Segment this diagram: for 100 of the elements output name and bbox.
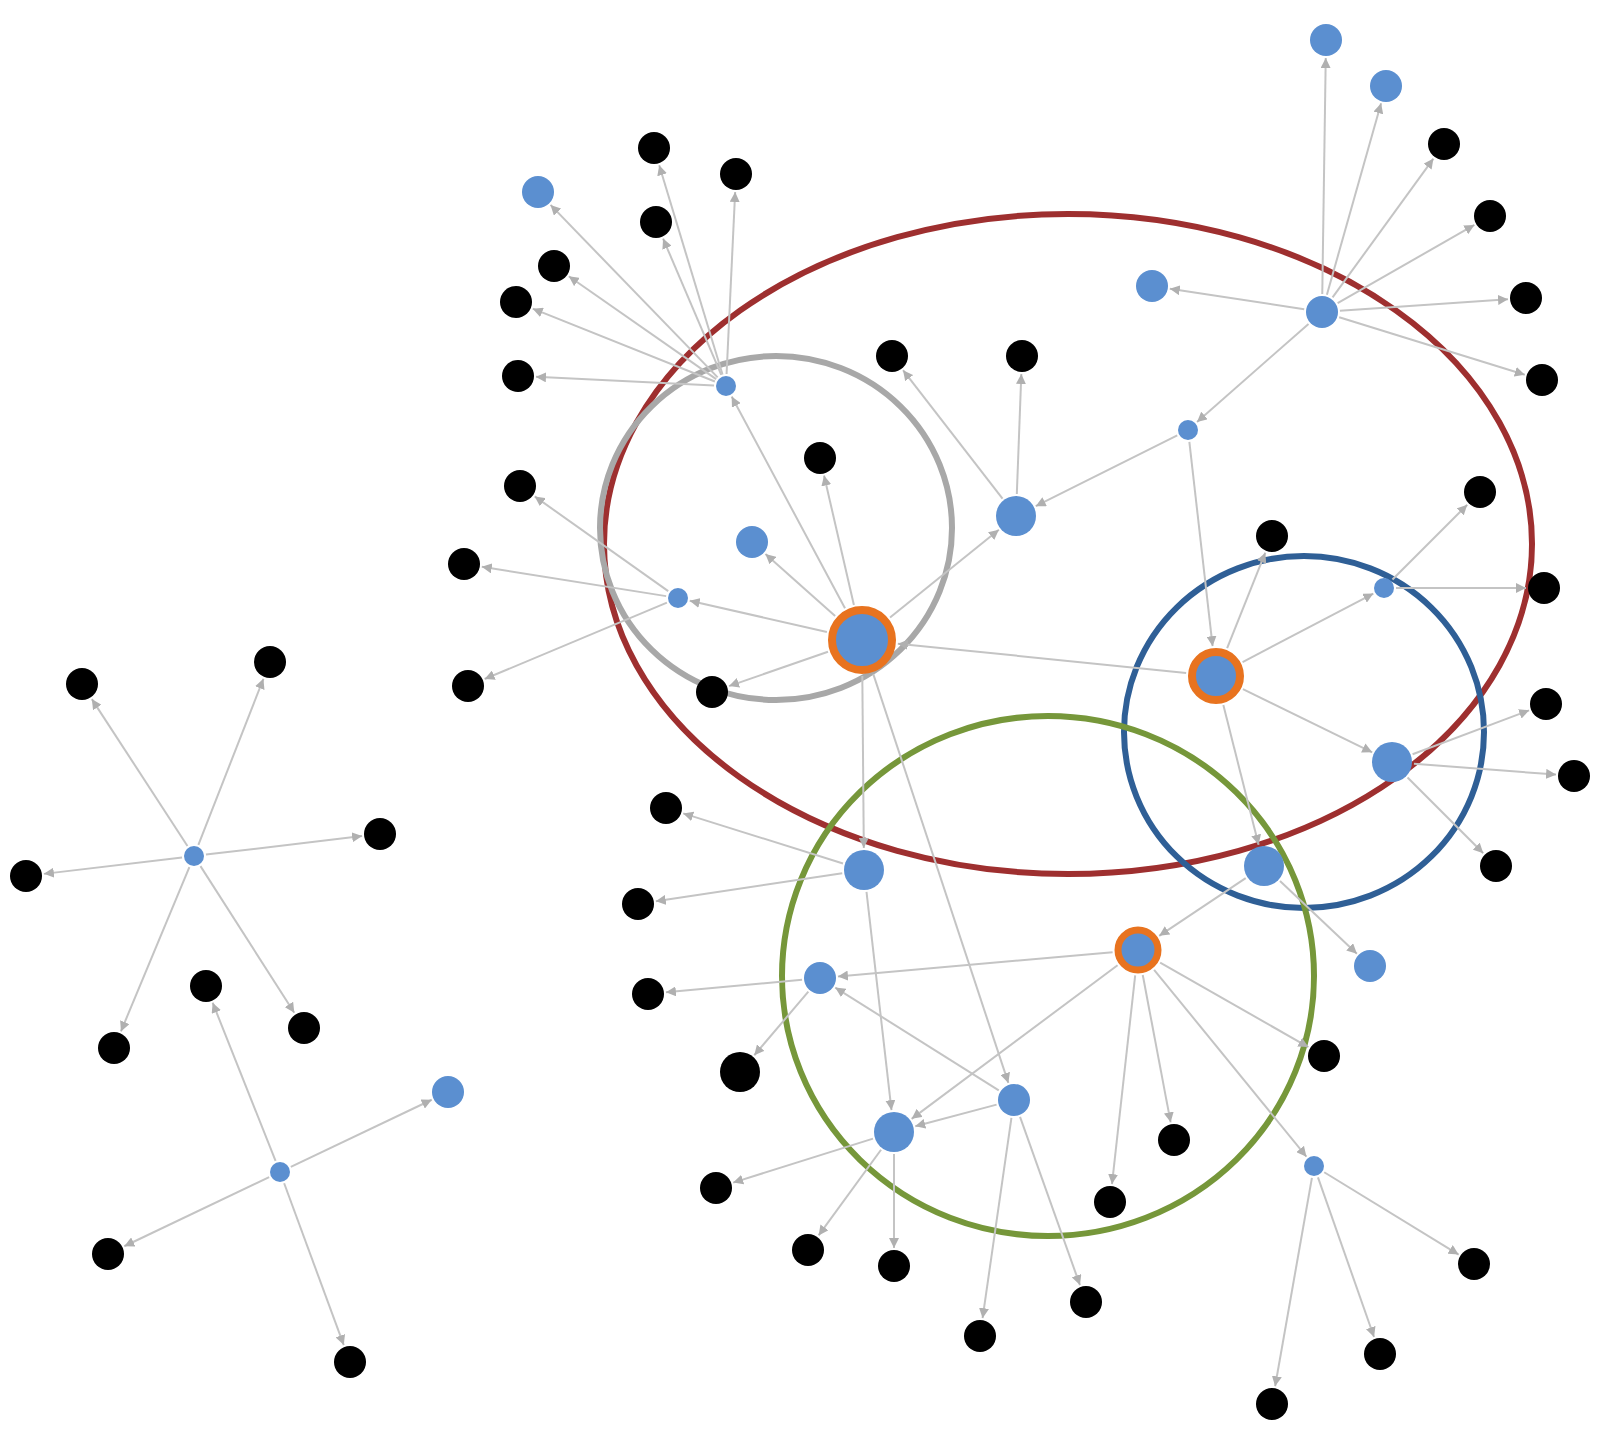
graph-node [1480,850,1512,882]
graph-node [1528,572,1560,604]
graph-node [288,1012,320,1044]
graph-node [804,442,836,474]
graph-node [1364,1338,1396,1370]
graph-node [334,1346,366,1378]
arrow [725,191,740,375]
arrow [480,563,668,598]
arrow [283,1182,345,1347]
graph-node [1374,578,1394,598]
arrow [1338,294,1510,312]
hub-node [1114,926,1162,974]
graph-node [1304,1156,1324,1176]
graph-node [998,1084,1030,1116]
arrow [657,164,724,376]
hub-node [828,606,896,674]
graph-node [448,548,480,580]
arrow [821,474,855,606]
arrow [1412,762,1558,779]
graph-node [638,132,670,164]
graph-node [98,1032,130,1064]
graph-node [500,286,532,318]
arrow [1336,223,1476,305]
arrow [682,811,844,865]
arrow [910,964,1119,1120]
graph-node [66,668,98,700]
graph-node [1006,340,1038,372]
arrow [1196,322,1310,424]
graph-node [1094,1186,1126,1218]
graph-node [1158,1124,1190,1156]
arrow [483,601,668,681]
arrow [1108,974,1137,1186]
arrow [1391,503,1469,581]
arrow [123,1176,271,1248]
arrow [1034,434,1179,508]
arrow [979,1116,1013,1320]
arrow [42,856,184,878]
graph-node [720,1052,760,1092]
graph-node [1530,688,1562,720]
arrow [1325,102,1384,296]
arrow [1226,551,1267,650]
arrow [204,832,364,856]
graph-node [1308,1040,1340,1072]
arrow [753,990,810,1057]
graph-node [622,888,654,920]
graph-node [716,376,736,396]
arrow [889,528,1000,619]
arrow [1168,285,1306,311]
arrow [858,675,869,849]
arrow [662,237,723,376]
graph-node [1428,128,1460,160]
arrow [531,307,716,383]
graph-node [1310,24,1342,56]
arrow [889,1153,899,1249]
arrow [1159,961,1310,1049]
graph-node [1306,296,1338,328]
graph-node [502,360,534,392]
arrow [211,1001,277,1162]
arrow [664,978,804,997]
graph-node [792,1234,824,1266]
graph-node [668,588,688,608]
arrow [1406,776,1485,855]
graph-node [1458,1248,1490,1280]
arrow [764,552,837,618]
graph-node [964,1320,996,1352]
arrow [1015,373,1026,495]
graph-node [874,1112,914,1152]
graph-node [504,470,536,502]
graph-node [522,176,554,208]
arrow [896,639,1188,674]
graph-node [1256,1388,1288,1420]
arrow [1271,1176,1313,1388]
arrow [199,865,296,1014]
graph-node [10,860,42,892]
arrow [197,677,265,846]
graph-node [364,818,396,850]
graph-node [1354,950,1386,982]
arrow [1241,688,1374,754]
graph-node [1256,520,1288,552]
graph-node [804,962,836,994]
graph-node [640,206,672,238]
arrow [730,395,846,610]
arrow [535,372,715,387]
graph-node [1372,742,1412,782]
graph-node [700,1172,732,1204]
graph-node [538,250,570,282]
graph-node [736,526,768,558]
arrow [289,1098,433,1168]
arrow [1279,880,1358,955]
arrow [533,495,670,593]
arrow [90,698,189,847]
arrow [817,1148,883,1237]
graph-node [1510,282,1542,314]
graph-node [650,792,682,824]
graph-node [190,970,222,1002]
graph-node [1558,760,1590,792]
arrow [549,203,719,379]
arrow [834,986,1000,1092]
graph-node [1244,846,1284,886]
graph-node [432,1076,464,1108]
